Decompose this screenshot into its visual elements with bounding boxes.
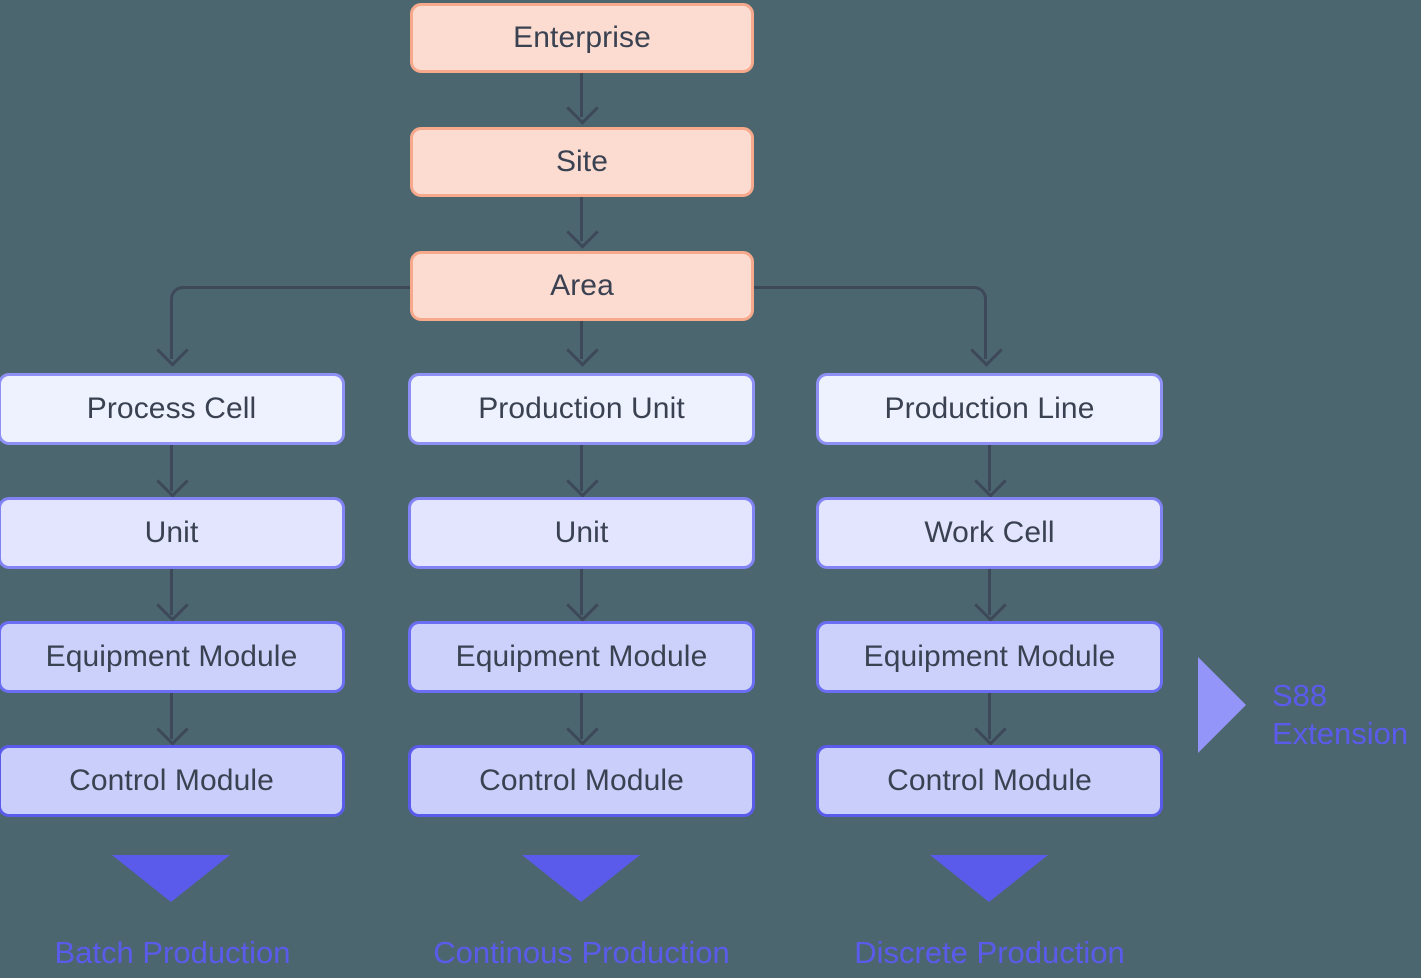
node-control-module-continuous-label: Control Module <box>479 764 684 797</box>
arrowhead-c2-l2-l3 <box>566 589 599 622</box>
connector-c3-l2-l3 <box>988 569 991 615</box>
node-equipment-module-continuous-label: Equipment Module <box>455 640 708 673</box>
arrowhead-c2-l1-l2 <box>566 465 599 498</box>
node-equipment-module-continuous[interactable]: Equipment Module <box>408 621 755 693</box>
node-enterprise-label: Enterprise <box>513 21 651 54</box>
result-label-batch: Batch Production <box>54 935 291 970</box>
node-production-unit-label: Production Unit <box>478 392 685 425</box>
node-production-line-label: Production Line <box>884 392 1095 425</box>
branch-left-horizontal <box>185 286 413 289</box>
node-equipment-module-discrete-label: Equipment Module <box>863 640 1116 673</box>
node-work-cell[interactable]: Work Cell <box>816 497 1163 569</box>
branch-right-vertical <box>984 299 987 359</box>
node-area[interactable]: Area <box>410 251 754 321</box>
result-triangle-batch <box>112 855 230 902</box>
connector-c1-l3-l4 <box>170 693 173 739</box>
node-unit-batch[interactable]: Unit <box>0 497 345 569</box>
connector-c1-l2-l3 <box>170 569 173 615</box>
s88-extension-line2: Extension <box>1272 716 1409 751</box>
node-site-label: Site <box>555 145 609 178</box>
node-control-module-batch[interactable]: Control Module <box>0 745 345 817</box>
arrowhead-c1-l1-l2 <box>156 465 189 498</box>
connector-c2-l2-l3 <box>580 569 583 615</box>
node-process-cell[interactable]: Process Cell <box>0 373 345 445</box>
branch-left-vertical <box>170 299 173 359</box>
arrowhead-area-production-line <box>970 334 1003 367</box>
s88-extension-arrow-icon <box>1198 657 1246 753</box>
node-work-cell-label: Work Cell <box>924 516 1055 549</box>
arrowhead-c3-l1-l2 <box>974 465 1007 498</box>
arrowhead-area-process-cell <box>156 334 189 367</box>
result-triangle-discrete <box>930 855 1048 902</box>
node-equipment-module-discrete[interactable]: Equipment Module <box>816 621 1163 693</box>
arrowhead-site-area <box>566 216 599 249</box>
arrowhead-c1-l3-l4 <box>156 713 189 746</box>
arrowhead-c3-l3-l4 <box>974 713 1007 746</box>
node-process-cell-label: Process Cell <box>86 392 257 425</box>
node-enterprise[interactable]: Enterprise <box>410 3 754 73</box>
branch-right-corner <box>971 286 987 302</box>
arrowhead-c2-l3-l4 <box>566 713 599 746</box>
node-unit-batch-label: Unit <box>144 516 199 549</box>
node-area-label: Area <box>550 269 614 302</box>
arrowhead-c3-l2-l3 <box>974 589 1007 622</box>
connector-site-area <box>580 197 583 241</box>
s88-extension-line1: S88 <box>1272 678 1328 713</box>
node-production-line[interactable]: Production Line <box>816 373 1163 445</box>
arrowhead-c1-l2-l3 <box>156 589 189 622</box>
s88-extension-label: S88 Extension <box>1272 677 1408 753</box>
arrowhead-enterprise-site <box>566 92 599 125</box>
connector-c3-l3-l4 <box>988 693 991 739</box>
node-control-module-discrete[interactable]: Control Module <box>816 745 1163 817</box>
node-unit-continuous[interactable]: Unit <box>408 497 755 569</box>
branch-left-corner <box>170 286 186 302</box>
node-site[interactable]: Site <box>410 127 754 197</box>
node-control-module-continuous[interactable]: Control Module <box>408 745 755 817</box>
arrowhead-area-production-unit <box>566 334 599 367</box>
branch-center-vertical <box>580 321 583 359</box>
connector-c2-l3-l4 <box>580 693 583 739</box>
node-production-unit[interactable]: Production Unit <box>408 373 755 445</box>
connector-c1-l1-l2 <box>170 445 173 491</box>
connector-enterprise-site <box>580 73 583 117</box>
result-triangle-continuous <box>522 855 640 902</box>
branch-right-horizontal <box>752 286 974 289</box>
node-unit-continuous-label: Unit <box>554 516 609 549</box>
node-control-module-discrete-label: Control Module <box>887 764 1092 797</box>
node-equipment-module-batch[interactable]: Equipment Module <box>0 621 345 693</box>
connector-c2-l1-l2 <box>580 445 583 491</box>
node-control-module-batch-label: Control Module <box>69 764 274 797</box>
result-label-continuous: Continous Production <box>433 935 730 970</box>
node-equipment-module-batch-label: Equipment Module <box>45 640 298 673</box>
connector-c3-l1-l2 <box>988 445 991 491</box>
result-label-discrete: Discrete Production <box>854 935 1125 970</box>
